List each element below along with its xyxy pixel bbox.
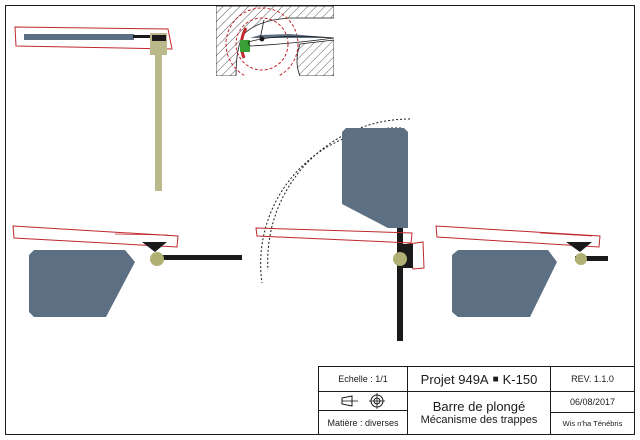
- swing-arc-outer: [267, 118, 411, 271]
- author-label: Wis n'ha Ténébris: [550, 412, 635, 435]
- hull-detail-view: [216, 6, 334, 76]
- pivot-left: [150, 252, 164, 266]
- bracket-left: [142, 242, 167, 252]
- plate-edge-line-right: [539, 232, 593, 237]
- horizontal-shaft-left: [155, 255, 242, 260]
- plane-body-left: [29, 250, 135, 317]
- shaft-head-dark: [152, 35, 166, 41]
- project-cell: Projet 949A ■ K-150: [407, 366, 551, 392]
- plane-outline-red: [14, 26, 173, 50]
- bar-connector: [133, 35, 155, 38]
- project-separator: ■: [492, 373, 499, 385]
- pivot-center: [393, 252, 407, 266]
- side-view-right: [435, 225, 608, 317]
- plane-body-right: [452, 250, 557, 317]
- projection-symbol-icon: [341, 395, 358, 407]
- plate-edge-line: [114, 233, 169, 236]
- plane-bar: [24, 34, 134, 40]
- part-title: Barre de plongé: [432, 398, 526, 414]
- title-block: Echelle : 1/1 Projet 949A ■ K-150 REV. 1…: [318, 366, 635, 435]
- material-label: Matière : diverses: [318, 410, 408, 435]
- bracket-right: [566, 242, 592, 252]
- vertical-shaft-center: [397, 228, 403, 341]
- side-view-center: [255, 118, 425, 341]
- revision-label: REV. 1.1.0: [550, 366, 635, 392]
- part-subtitle: Mécanisme des trappes: [420, 414, 538, 427]
- target-symbol-icon: [369, 393, 385, 409]
- pivot-right: [575, 253, 587, 265]
- vertical-shaft: [155, 52, 162, 191]
- part-title-cell: Barre de plongé Mécanisme des trappes: [407, 391, 551, 435]
- model-name: K-150: [502, 371, 538, 387]
- hull-plate-outline-center: [255, 227, 413, 244]
- horizontal-shaft-right: [575, 256, 608, 261]
- projection-symbols: [318, 391, 408, 411]
- date-label: 06/08/2017: [550, 391, 635, 413]
- top-view-plane-assembly: [14, 26, 173, 191]
- scale-label: Echelle : 1/1: [318, 366, 408, 392]
- plane-body-center: [342, 128, 408, 228]
- side-view-left: [12, 225, 242, 317]
- hull-plate-outline-left: [12, 225, 179, 248]
- project-name: Projet 949A: [420, 371, 489, 387]
- hull-plate-outline-right: [435, 225, 601, 248]
